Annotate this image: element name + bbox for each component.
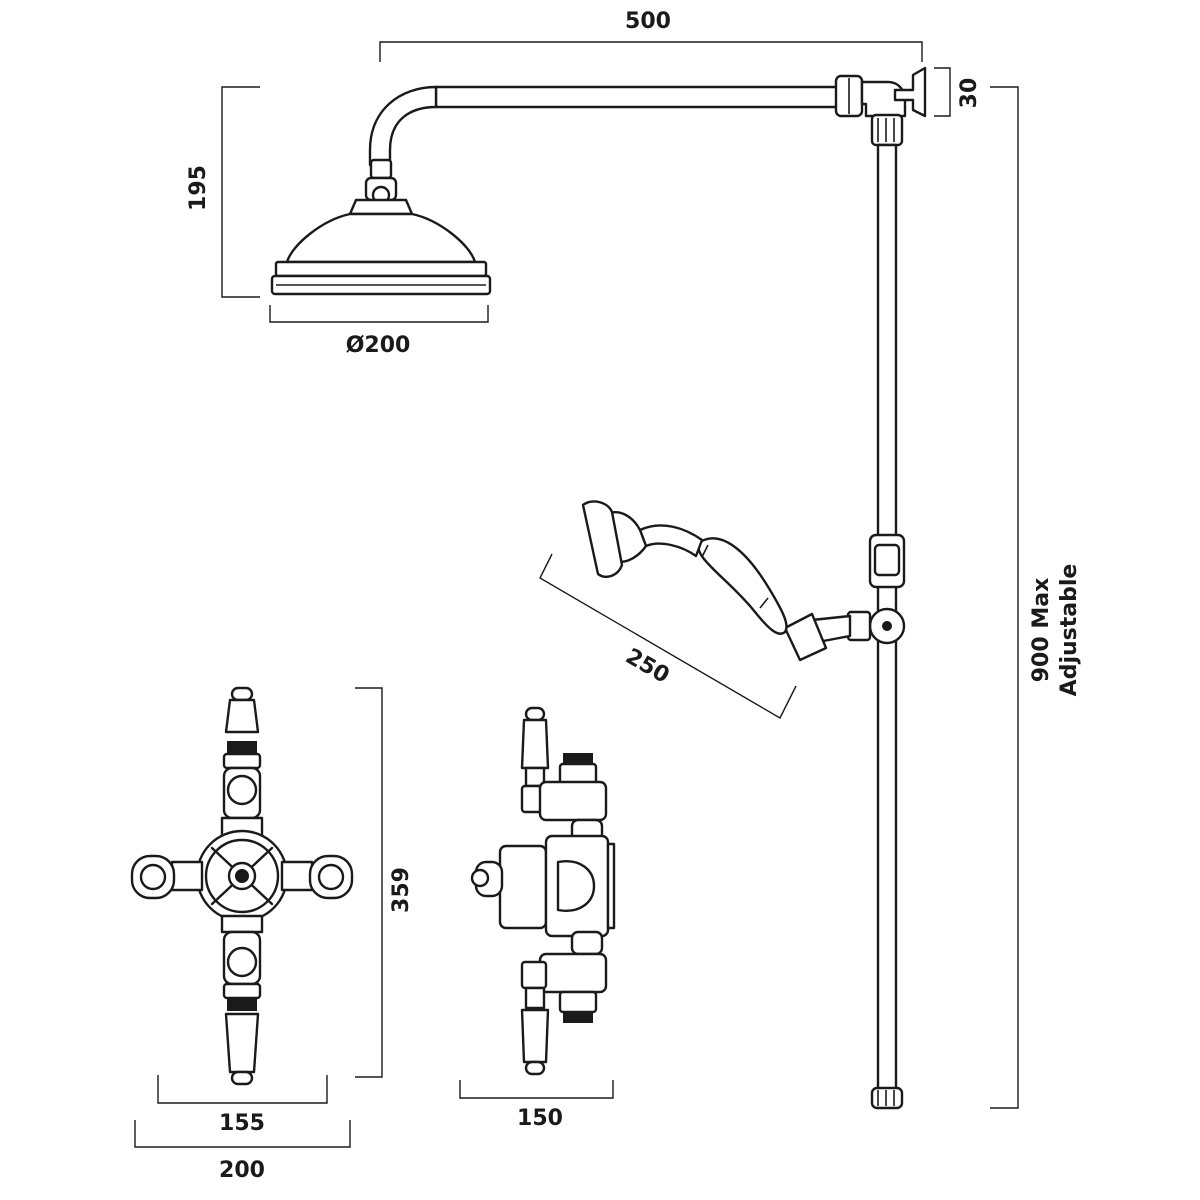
shower-head <box>270 158 492 296</box>
dimension-lines <box>134 41 1019 1148</box>
dim-valve-height: 359 <box>389 867 414 913</box>
dim-wall-bracket: 30 <box>957 78 982 109</box>
dim-valve-centres: 155 <box>219 1111 265 1136</box>
dim-riser-height: 900 Max <box>1029 578 1054 683</box>
valve-side <box>470 706 616 1076</box>
dim-valve-depth: 150 <box>517 1106 563 1131</box>
valve-front <box>130 686 354 1086</box>
dim-arm-length: 500 <box>625 9 671 34</box>
handset <box>581 500 906 662</box>
dim-head-diameter: Ø200 <box>346 333 411 358</box>
dim-valve-width: 200 <box>219 1158 265 1183</box>
riser-rail <box>368 66 927 1110</box>
dim-riser-adjustable: Adjustable <box>1057 564 1082 697</box>
dim-head-drop: 195 <box>186 165 211 211</box>
